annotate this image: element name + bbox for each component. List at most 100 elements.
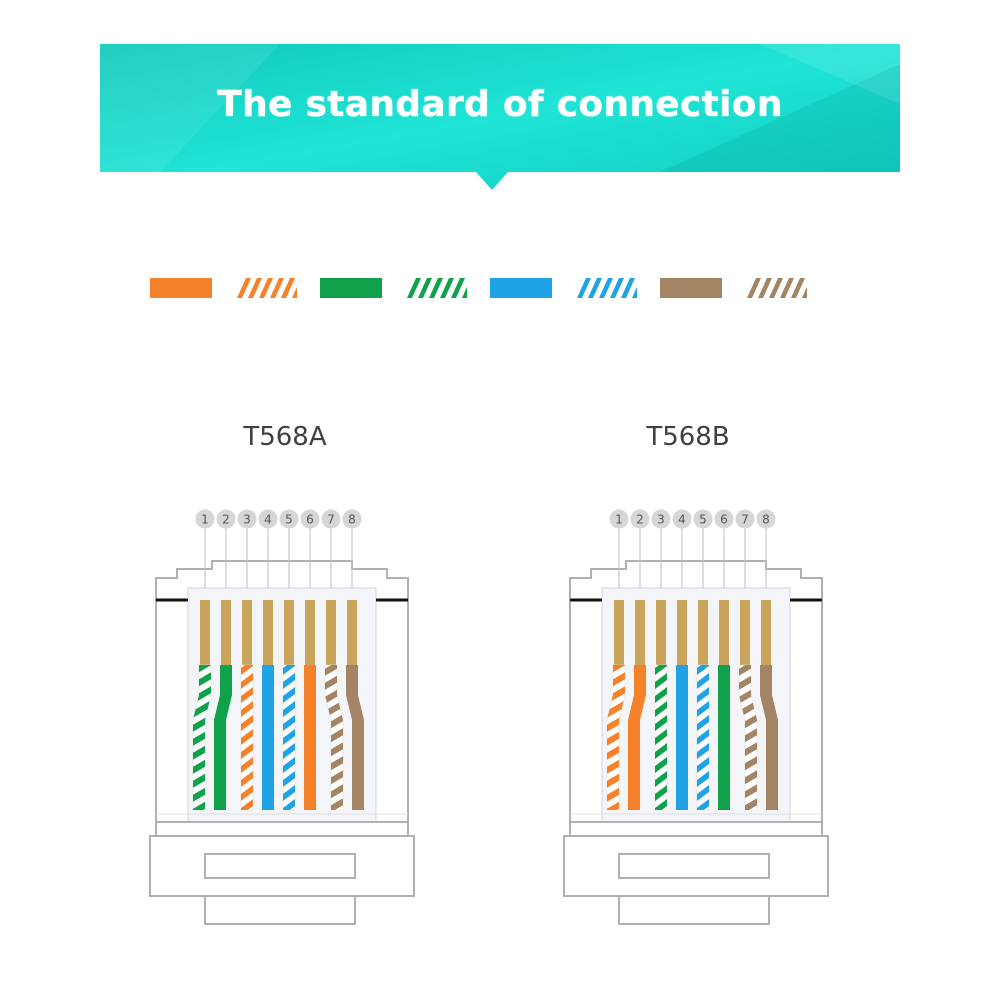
legend-swatch-fill (320, 278, 382, 298)
legend-stripe (440, 278, 454, 298)
pin-contact (284, 600, 294, 666)
legend-stripe (451, 278, 465, 298)
legend-stripe (237, 278, 251, 298)
legend-stripe (780, 278, 794, 298)
wire-stripe (655, 670, 667, 692)
wire-pin-4-blue (262, 600, 274, 810)
legend-swatch-green (320, 278, 382, 298)
pin-contact (242, 600, 252, 666)
pin-number-badge (300, 509, 320, 529)
wire-insulation (214, 665, 232, 810)
banner-title: The standard of connection (217, 84, 783, 125)
wire-stripe (697, 726, 709, 748)
wire-pin-6-orange (304, 600, 316, 810)
pin-number-7: 7 (327, 513, 335, 527)
legend-stripe (462, 286, 467, 298)
wire-pin-6-green (718, 600, 730, 810)
wire-stripe (655, 698, 667, 720)
legend-stripe (610, 278, 624, 298)
legend-stripe (632, 286, 637, 298)
pin-number-badge (756, 509, 776, 529)
wire-pin-3-green-white (654, 600, 668, 811)
legend-stripe (758, 278, 772, 298)
wire-stripe (241, 726, 253, 748)
wire-stripe (283, 754, 295, 776)
standard-label-t568b: T568B (646, 422, 730, 452)
wire-stripe (325, 796, 343, 810)
pin-contact (263, 600, 273, 666)
legend-stripe (292, 286, 297, 298)
pin-number-5: 5 (699, 513, 707, 527)
legend-swatch-blue (490, 278, 552, 298)
wire-stripe (697, 740, 709, 762)
pin-number-3: 3 (243, 513, 251, 527)
wire-insulation (628, 665, 646, 810)
pin-contact (635, 600, 645, 666)
pin-contact (740, 600, 750, 666)
pin-number-1: 1 (201, 513, 209, 527)
wire-stripe (655, 782, 667, 804)
wire-stripe (655, 740, 667, 762)
wire-stripe (655, 796, 667, 810)
wire-stripe (193, 698, 211, 720)
cable-jacket (204, 895, 356, 925)
wire-stripe (241, 768, 253, 790)
plug-boot-window (618, 853, 770, 879)
plug-collar (155, 821, 409, 837)
wire-stripe (697, 712, 709, 734)
pin-number-5: 5 (285, 513, 293, 527)
legend-stripe (248, 278, 262, 298)
legend-stripe (270, 278, 284, 298)
wire-stripe (697, 698, 709, 720)
plug-boot-window (204, 853, 356, 879)
wire-insulation (676, 665, 688, 810)
wire-stripe (283, 665, 295, 678)
wire-pin-2-green (214, 600, 232, 810)
wire-stripe (655, 754, 667, 776)
wire-stripe (283, 684, 295, 706)
legend-stripe (588, 278, 602, 298)
pin-number-3: 3 (657, 513, 665, 527)
pin-contact (347, 600, 357, 666)
wire-stripe (655, 665, 667, 678)
legend-stripe (281, 278, 295, 298)
wire-insulation (760, 665, 778, 810)
pin-contact (326, 600, 336, 666)
legend-swatch-fill (150, 278, 212, 298)
wire-pin-2-orange (628, 600, 646, 810)
plug-collar (569, 821, 823, 837)
wire-stripe (283, 796, 295, 810)
pin-number-badge (258, 509, 278, 529)
pin-contact (719, 600, 729, 666)
wire-stripe (241, 754, 253, 776)
pin-number-8: 8 (348, 513, 356, 527)
wire-stripe (739, 665, 757, 678)
pin-number-2: 2 (222, 513, 230, 527)
wire-stripe (607, 698, 625, 720)
pin-number-badge (279, 509, 299, 529)
wire-stripe (241, 782, 253, 804)
wire-stripe (325, 665, 343, 678)
wire-insulation (304, 665, 316, 810)
pin-number-7: 7 (741, 513, 749, 527)
legend-swatch-brown-white (747, 278, 807, 298)
pin-contact (761, 600, 771, 666)
cable-jacket (618, 895, 770, 925)
pin-number-6: 6 (720, 513, 728, 527)
pin-contact (698, 600, 708, 666)
wire-stripe (241, 740, 253, 762)
pin-number-badge (321, 509, 341, 529)
wire-stripe (655, 684, 667, 706)
wire-stripe (655, 768, 667, 790)
wire-pin-5-blue-white (282, 600, 296, 811)
wire-stripe (283, 740, 295, 762)
wire-stripe (655, 712, 667, 734)
pin-number-4: 4 (264, 513, 272, 527)
wire-stripe (697, 670, 709, 692)
wire-stripe (241, 670, 253, 692)
legend-stripe (791, 278, 805, 298)
wire-stripe (697, 665, 709, 678)
pin-number-badge (714, 509, 734, 529)
legend-stripe (599, 278, 613, 298)
